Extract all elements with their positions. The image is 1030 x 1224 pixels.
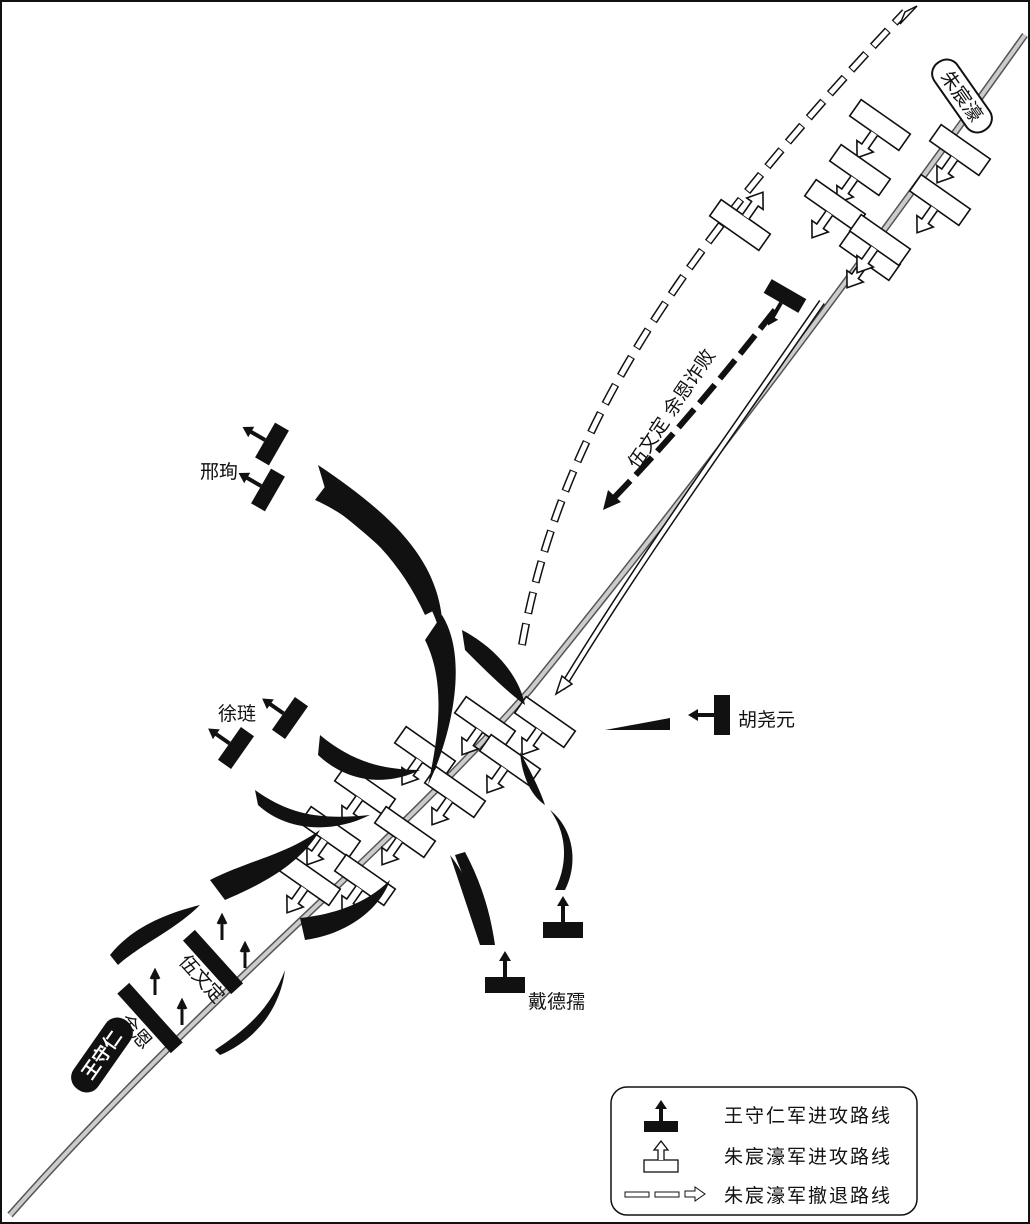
legend-label-zhu-advance: 朱宸濠军进攻路线 xyxy=(724,1146,892,1168)
dashed-retreat-arrow-icon xyxy=(624,1186,706,1202)
legend-label-zhu-retreat: 朱宸濠军撤退路线 xyxy=(724,1185,892,1207)
legend: 王守仁军进攻路线 朱宸濠军进攻路线 朱宸濠军撤退路线 xyxy=(610,1086,918,1216)
dai-deru-label: 戴德孺 xyxy=(528,991,585,1013)
black-unit-arrow-icon xyxy=(644,1100,678,1132)
xu-lian-label: 徐琏 xyxy=(218,703,256,725)
wang-attack-arrows xyxy=(110,465,670,1055)
yu-en-unit xyxy=(117,967,188,1054)
white-unit-arrow-icon xyxy=(643,1139,679,1173)
wu-wending-unit xyxy=(182,912,251,995)
hu-yaoyuan-label: 胡尧元 xyxy=(738,709,795,731)
xing-xun-label: 邢珣 xyxy=(200,461,238,483)
zhu-advance-route xyxy=(554,300,825,696)
legend-label-wang: 王守仁军进攻路线 xyxy=(724,1105,892,1127)
feint-retreat-route xyxy=(603,308,778,510)
retreat-route xyxy=(518,5,918,646)
